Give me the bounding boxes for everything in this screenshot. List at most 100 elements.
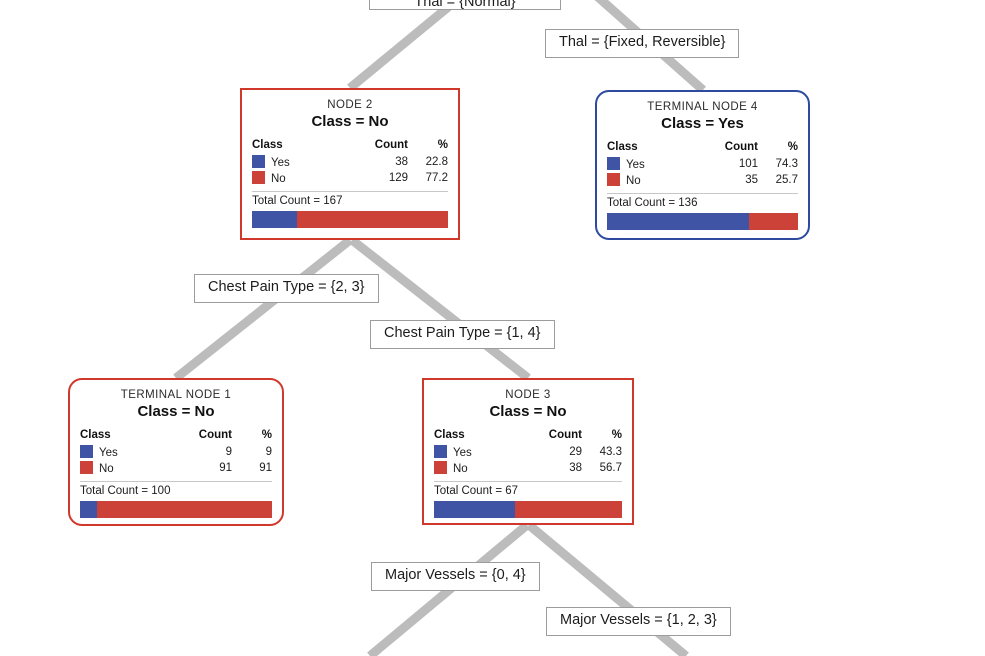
column-header-class: Class xyxy=(252,139,283,151)
row-label: Yes xyxy=(99,447,118,459)
row-pct: 25.7 xyxy=(775,174,798,186)
node-class-label: Class = No xyxy=(137,403,215,420)
node-stats-table: Class Count % Yes 101 74.3 No 35 xyxy=(607,141,798,188)
edge-label-chest-pain-type-2-3: Chest Pain Type = {2, 3} xyxy=(194,274,379,303)
divider xyxy=(252,191,448,192)
row-count: 35 xyxy=(745,174,758,186)
row-pct: 9 xyxy=(265,446,272,458)
column-header-class: Class xyxy=(80,429,111,441)
node-class-label: Class = Yes xyxy=(661,115,744,132)
distribution-bar xyxy=(80,501,272,518)
distribution-bar xyxy=(434,501,622,518)
table-row: Yes 101 74.3 xyxy=(607,156,798,172)
node-title: NODE 2 xyxy=(327,99,373,111)
column-header-count: Count xyxy=(724,141,758,153)
legend-swatch-yes-icon xyxy=(434,445,447,458)
table-header-row: Class Count % xyxy=(434,429,622,444)
edge-node2-to-terminal1 xyxy=(173,236,353,382)
divider xyxy=(434,481,622,482)
node-class-label: Class = No xyxy=(489,403,567,420)
edge-label-chest-pain-type-1-4: Chest Pain Type = {1, 4} xyxy=(370,320,555,349)
bar-segment-no xyxy=(97,501,272,518)
column-header-count: Count xyxy=(548,429,582,441)
row-label: No xyxy=(99,463,114,475)
row-label: Yes xyxy=(453,447,472,459)
legend-swatch-no-icon xyxy=(434,461,447,474)
table-header-row: Class Count % xyxy=(80,429,272,444)
row-pct: 56.7 xyxy=(599,462,622,474)
row-count: 129 xyxy=(388,172,408,184)
total-count-label: Total Count = 100 xyxy=(80,485,171,497)
node-title: TERMINAL NODE 1 xyxy=(120,389,232,401)
column-header-pct: % xyxy=(611,429,622,441)
bar-segment-no xyxy=(296,211,448,228)
row-label: No xyxy=(453,463,468,475)
divider xyxy=(80,481,272,482)
legend-swatch-no-icon xyxy=(252,171,265,184)
bar-segment-yes xyxy=(252,211,297,228)
row-count: 91 xyxy=(219,462,232,474)
row-label: No xyxy=(626,175,641,187)
table-row: No 38 56.7 xyxy=(434,460,622,476)
row-label: Yes xyxy=(626,159,645,171)
table-row: Yes 9 9 xyxy=(80,444,272,460)
row-label: Yes xyxy=(271,157,290,169)
bar-segment-yes xyxy=(607,213,749,230)
column-header-count: Count xyxy=(198,429,232,441)
node-box-node-3[interactable]: NODE 3 Class = No Class Count % Yes 29 4… xyxy=(422,378,634,525)
table-row: Yes 38 22.8 xyxy=(252,154,448,170)
column-header-count: Count xyxy=(374,139,408,151)
table-row: No 35 25.7 xyxy=(607,172,798,188)
legend-swatch-yes-icon xyxy=(252,155,265,168)
bar-segment-no xyxy=(515,501,622,518)
row-count: 101 xyxy=(738,158,758,170)
legend-swatch-no-icon xyxy=(80,461,93,474)
edge-root-to-node2 xyxy=(347,0,464,92)
distribution-bar xyxy=(607,213,798,230)
column-header-class: Class xyxy=(607,141,638,153)
edge-node3-to-right-child xyxy=(526,521,689,656)
row-label: No xyxy=(271,173,286,185)
bar-segment-yes xyxy=(80,501,98,518)
table-header-row: Class Count % xyxy=(607,141,798,156)
column-header-pct: % xyxy=(787,141,798,153)
bar-segment-yes xyxy=(434,501,516,518)
total-count-label: Total Count = 167 xyxy=(252,195,343,207)
row-pct: 22.8 xyxy=(425,156,448,168)
node-title: TERMINAL NODE 4 xyxy=(647,101,758,113)
distribution-bar xyxy=(252,211,448,228)
row-count: 38 xyxy=(569,462,582,474)
legend-swatch-yes-icon xyxy=(607,157,620,170)
row-pct: 77.2 xyxy=(425,172,448,184)
node-stats-table: Class Count % Yes 9 9 No 91 xyxy=(80,429,272,476)
edge-label-major-vessels-1-2-3: Major Vessels = {1, 2, 3} xyxy=(546,607,731,636)
table-row: No 129 77.2 xyxy=(252,170,448,186)
legend-swatch-no-icon xyxy=(607,173,620,186)
column-header-pct: % xyxy=(437,139,448,151)
row-count: 38 xyxy=(395,156,408,168)
row-count: 9 xyxy=(225,446,232,458)
divider xyxy=(607,193,798,194)
node-box-terminal-node-4[interactable]: TERMINAL NODE 4 Class = Yes Class Count … xyxy=(595,90,810,240)
root-split-label: Thal = {Normal} xyxy=(369,0,561,10)
node-stats-table: Class Count % Yes 29 43.3 No 38 xyxy=(434,429,622,476)
node-stats-table: Class Count % Yes 38 22.8 No 129 xyxy=(252,139,448,186)
node-title: NODE 3 xyxy=(505,389,551,401)
total-count-label: Total Count = 67 xyxy=(434,485,519,497)
table-row: Yes 29 43.3 xyxy=(434,444,622,460)
row-pct: 74.3 xyxy=(775,158,798,170)
node-box-node-2[interactable]: NODE 2 Class = No Class Count % Yes 38 2… xyxy=(240,88,460,240)
edge-label-major-vessels-0-4: Major Vessels = {0, 4} xyxy=(371,562,540,591)
edge-label-thal-fixed-reversible: Thal = {Fixed, Reversible} xyxy=(545,29,740,58)
row-count: 29 xyxy=(569,446,582,458)
table-row: No 91 91 xyxy=(80,460,272,476)
node-class-label: Class = No xyxy=(311,113,389,130)
node-box-terminal-node-1[interactable]: TERMINAL NODE 1 Class = No Class Count %… xyxy=(68,378,284,526)
row-pct: 43.3 xyxy=(599,446,622,458)
bar-segment-no xyxy=(748,213,798,230)
legend-swatch-yes-icon xyxy=(80,445,93,458)
column-header-pct: % xyxy=(261,429,272,441)
column-header-class: Class xyxy=(434,429,465,441)
total-count-label: Total Count = 136 xyxy=(607,197,698,209)
